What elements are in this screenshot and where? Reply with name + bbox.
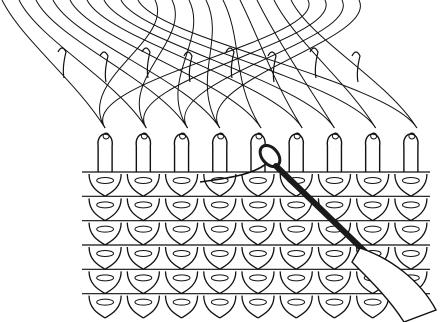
illustration-canvas bbox=[0, 0, 442, 322]
knitting-illustration bbox=[0, 0, 442, 322]
